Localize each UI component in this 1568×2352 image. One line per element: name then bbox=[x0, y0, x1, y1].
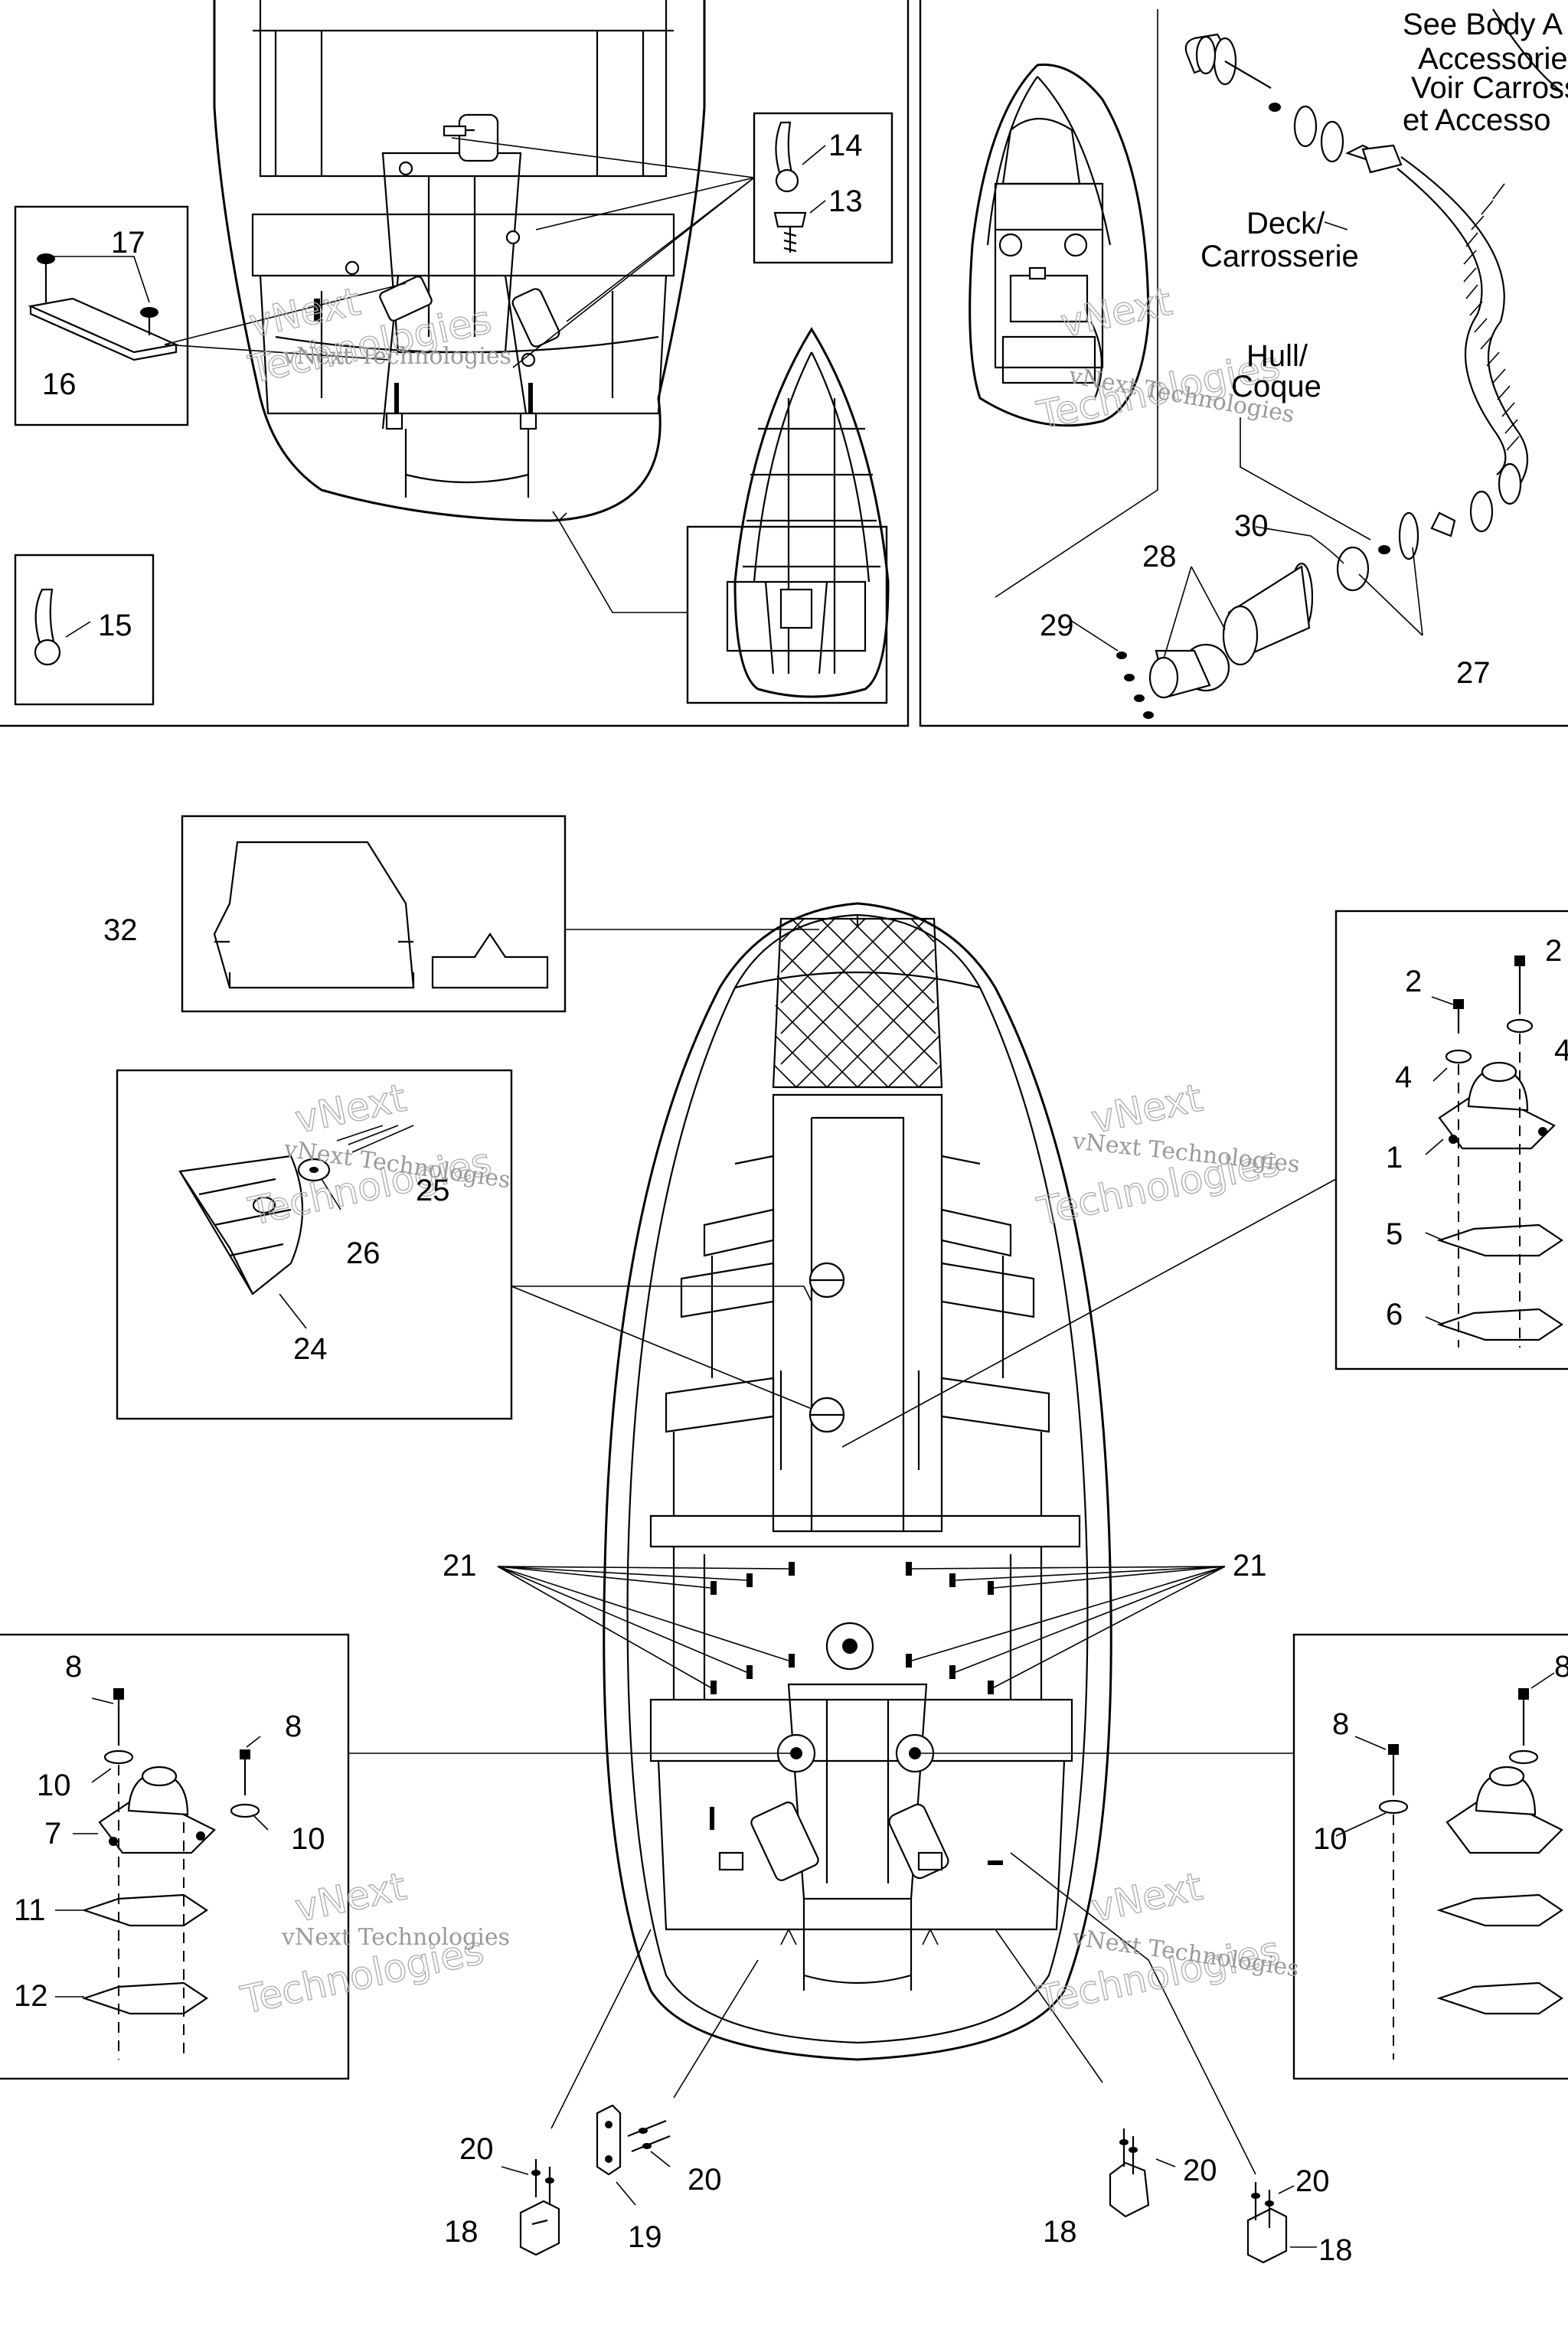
wedge-inset bbox=[116, 1069, 812, 1420]
callout-10a: 10 bbox=[37, 1769, 71, 1802]
mount-inset-upper bbox=[841, 910, 1568, 1448]
callout-1: 1 bbox=[1386, 1141, 1403, 1174]
mount-inset-right bbox=[919, 1633, 1568, 2080]
label-coque: Coque bbox=[1231, 370, 1321, 403]
callout-25: 25 bbox=[416, 1174, 450, 1207]
label-hull: Hull/ bbox=[1246, 339, 1308, 373]
label-see-body: See Body A bbox=[1403, 8, 1563, 41]
callout-4a: 4 bbox=[1395, 1060, 1412, 1094]
callout-10b: 10 bbox=[291, 1822, 325, 1856]
callout-2b: 2 bbox=[1545, 934, 1562, 968]
callout-29: 29 bbox=[1040, 609, 1074, 642]
clamp-inset bbox=[14, 554, 155, 706]
text-labels: See Body A Accessorie Voir Carross et Ac… bbox=[1200, 8, 1568, 403]
callout-30: 30 bbox=[1234, 509, 1269, 543]
callout-17: 17 bbox=[111, 226, 145, 260]
callout-24: 24 bbox=[293, 1332, 328, 1366]
main-hull bbox=[603, 902, 1112, 2061]
callout-20c: 20 bbox=[1183, 2154, 1217, 2187]
callout-8c: 8 bbox=[1332, 1707, 1349, 1741]
callout-27: 27 bbox=[1456, 656, 1491, 690]
callout-26: 26 bbox=[346, 1236, 381, 1270]
callout-28: 28 bbox=[1142, 540, 1177, 573]
callout-20d: 20 bbox=[1295, 2164, 1330, 2198]
panel-frames bbox=[0, 0, 1568, 727]
callout-numbers: 14 13 17 16 15 30 28 29 27 32 25 26 24 2… bbox=[14, 129, 1568, 2267]
watermark-small-1: vNext Technologies bbox=[283, 343, 511, 370]
callout-18b: 18 bbox=[1043, 2215, 1077, 2249]
hull-overview-small bbox=[552, 327, 890, 704]
callout-13: 13 bbox=[828, 185, 863, 218]
callout-11: 11 bbox=[14, 1893, 46, 1927]
callout-4b: 4 bbox=[1554, 1034, 1568, 1067]
callout-2a: 2 bbox=[1405, 965, 1422, 998]
callout-14: 14 bbox=[828, 129, 863, 162]
rear-hull-view bbox=[213, 0, 706, 522]
callout-20a: 20 bbox=[459, 2132, 494, 2166]
watermark-big-5: vNext bbox=[291, 1076, 410, 1142]
deck-hull-vent bbox=[969, 8, 1563, 719]
mount-inset-left bbox=[0, 1633, 796, 2080]
callout-18c: 18 bbox=[1318, 2233, 1353, 2267]
callout-10c: 10 bbox=[1313, 1822, 1348, 1856]
callout-19: 19 bbox=[628, 2220, 662, 2254]
callout-18a: 18 bbox=[444, 2215, 479, 2249]
callout-21a: 21 bbox=[443, 1549, 477, 1583]
callout-6: 6 bbox=[1386, 1298, 1403, 1331]
label-voir-carrosserie: Voir Carross bbox=[1411, 71, 1568, 105]
label-deck: Deck/ bbox=[1246, 207, 1325, 240]
callout-12: 12 bbox=[14, 1979, 48, 2013]
watermark-big-11: vNext bbox=[1087, 1864, 1206, 1931]
bracket-inset bbox=[14, 205, 407, 426]
callout-21b: 21 bbox=[1233, 1549, 1267, 1583]
label-carrosserie: Carrosserie bbox=[1200, 240, 1359, 273]
callout-5: 5 bbox=[1386, 1217, 1403, 1251]
callout-21-leaders bbox=[497, 1566, 1226, 1688]
callout-7: 7 bbox=[44, 1817, 61, 1851]
callout-16: 16 bbox=[42, 368, 77, 401]
callout-15: 15 bbox=[98, 609, 132, 642]
watermark-small-5: vNext Technologies bbox=[281, 1924, 510, 1951]
callout-8d: 8 bbox=[1554, 1650, 1568, 1684]
label-et-accessoires: et Accesso bbox=[1403, 103, 1550, 137]
clamp-screw-inset bbox=[451, 112, 893, 368]
foam-inset bbox=[181, 815, 819, 1013]
watermark-big-9: vNext bbox=[291, 1864, 410, 1931]
callout-32: 32 bbox=[103, 913, 138, 947]
callout-20b: 20 bbox=[688, 2163, 722, 2197]
callout-8a: 8 bbox=[65, 1650, 82, 1684]
hatch-pattern bbox=[773, 918, 942, 1088]
callout-8b: 8 bbox=[285, 1710, 302, 1743]
label-accessories: Accessorie bbox=[1418, 42, 1568, 76]
bottom-brackets bbox=[501, 1852, 1317, 2264]
